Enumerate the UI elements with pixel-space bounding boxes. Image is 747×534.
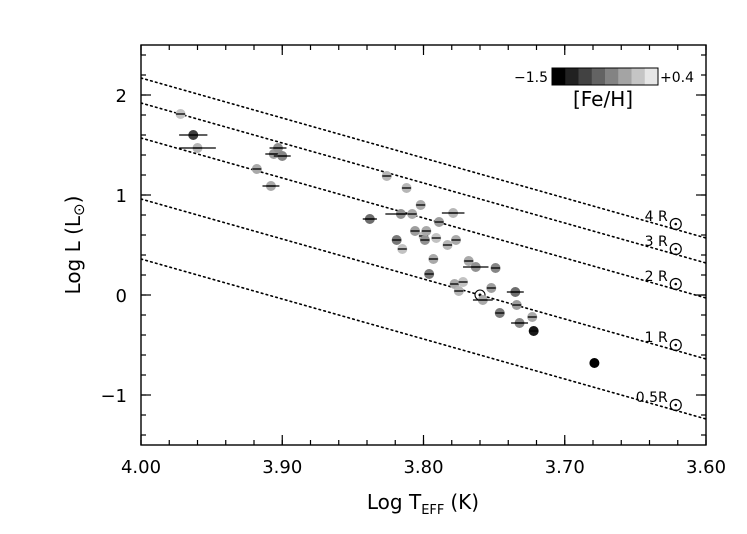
x-axis-title-main: Log T [367,490,422,514]
radius-line [141,258,706,420]
y-tick-label: 2 [116,86,127,107]
x-tick-label: 4.00 [121,457,161,478]
colorbar-step [605,68,619,85]
radius-line [141,77,706,239]
star-point [589,358,600,368]
star-point [421,226,432,236]
star-point [442,240,453,250]
colorbar: −1.5 +0.4 [Fe/H] [514,67,694,111]
radius-line-label: 3 R [645,234,668,250]
star-point [431,233,442,243]
radius-line-label: 0.5R [636,390,668,406]
star-point [428,254,439,264]
star-point [424,269,435,279]
star-point [441,208,465,218]
axis-ticks: 4.00 3.90 3.80 3.70 3.60 −1 0 1 2 [100,45,726,478]
star-point [419,235,430,245]
x-axis-title: Log TEFF (K) [367,490,479,518]
star-point [175,109,186,119]
x-tick-label: 3.90 [262,457,302,478]
y-axis-title-close: ) [61,196,85,204]
radius-line-label: 2 R [645,269,668,285]
star-point [450,235,461,245]
colorbar-min-label: −1.5 [514,70,548,86]
colorbar-step [644,68,659,85]
y-tick-label: 0 [116,286,127,307]
star-point [486,283,497,293]
radius-line-label: 1 R [645,330,668,346]
data-points [175,109,600,368]
star-point [407,209,418,219]
star-point [458,277,469,287]
star-point [273,151,291,161]
star-point [381,171,392,181]
y-axis-title: Log L (L⊙) [61,196,88,295]
radius-line-label: 4 R [645,209,668,225]
radius-line [141,102,706,264]
star-point [391,235,402,245]
y-axis-sun-symbol: ⊙ [70,203,88,216]
x-axis-title-unit: (K) [450,490,479,514]
star-point [528,326,539,336]
star-point [401,183,412,193]
colorbar-step [618,68,632,85]
sun-symbol-icon [669,398,682,412]
y-axis-title-main: Log L (L [61,215,85,294]
radius-labels: 4 R 3 R 2 R 1 R 0.5R [636,209,682,412]
star-point [494,308,505,318]
star-point [463,256,474,266]
star-point [410,226,421,236]
star-point [385,209,417,219]
star-point [179,143,216,153]
x-tick-label: 3.70 [545,457,585,478]
colorbar-title: [Fe/H] [573,87,633,111]
x-tick-label: 3.60 [686,457,726,478]
star-point [453,286,464,296]
star-point [463,262,489,272]
star-point [527,312,538,322]
radius-lines [141,77,706,420]
sun-symbol-icon [669,242,682,256]
star-point [179,130,208,140]
sun-symbol-icon [669,338,682,352]
star-point [490,263,501,273]
star-point [415,200,426,210]
y-tick-label: −1 [100,386,127,407]
star-point [269,143,287,153]
colorbar-step [578,68,593,85]
sun-symbol-icon [669,277,682,291]
colorbar-step [565,68,579,85]
star-point [511,300,522,310]
colorbar-max-label: +0.4 [660,70,694,86]
radius-line [141,137,706,299]
star-point [262,181,280,191]
y-tick-label: 1 [116,186,127,207]
radius-line [141,198,706,360]
star-point [511,318,529,328]
colorbar-step [552,68,566,85]
x-tick-label: 3.80 [403,457,443,478]
colorbar-step [591,68,606,85]
star-point [434,217,445,227]
x-axis-title-sub: EFF [421,503,444,518]
sun-symbol-icon [669,217,682,231]
colorbar-step [631,68,646,85]
star-point [472,295,493,305]
star-point [506,287,524,297]
star-point [251,164,262,174]
star-point [362,214,377,224]
star-point [397,244,408,254]
